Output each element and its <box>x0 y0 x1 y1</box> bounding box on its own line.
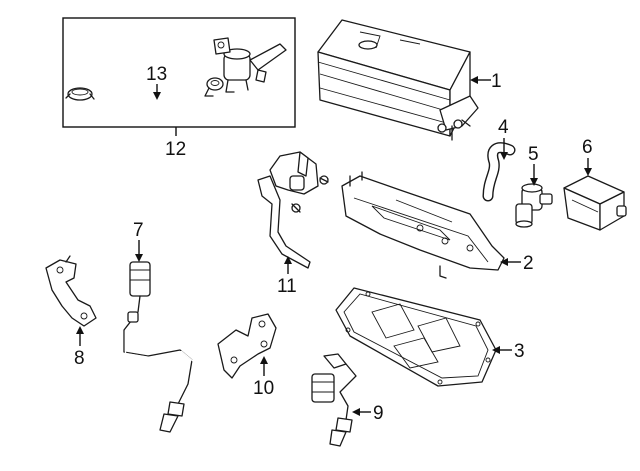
callout-2: 2 <box>523 253 534 274</box>
callout-1: 1 <box>491 71 502 92</box>
bracket-part-2[interactable] <box>341 171 505 279</box>
callout-10: 10 <box>253 378 274 399</box>
sensor-part-7[interactable] <box>123 261 195 433</box>
callout-11: 11 <box>277 276 297 297</box>
inset-box <box>62 17 296 136</box>
callout-12: 12 <box>165 139 186 160</box>
callout-3: 3 <box>514 341 525 362</box>
canister-part-1[interactable] <box>317 19 479 141</box>
bracket-part-8[interactable] <box>45 255 97 327</box>
bracket-part-10[interactable] <box>217 313 277 379</box>
callout-5: 5 <box>528 144 539 165</box>
callout-8: 8 <box>74 348 85 369</box>
leaders <box>76 76 592 416</box>
callout-13: 13 <box>146 64 167 85</box>
shield-part-3[interactable] <box>335 287 497 387</box>
callout-9: 9 <box>373 403 384 424</box>
callout-7: 7 <box>133 220 144 241</box>
solenoid-bracket-part-11[interactable] <box>257 151 329 269</box>
connector-part-5[interactable] <box>515 183 553 228</box>
callout-6: 6 <box>582 137 593 158</box>
sensor-part-9[interactable] <box>311 353 357 447</box>
callout-4: 4 <box>498 117 509 138</box>
filter-part-6[interactable] <box>563 175 627 231</box>
hose-part-4[interactable] <box>482 142 516 202</box>
hose-assembly-part-13[interactable] <box>65 37 287 102</box>
callout-labels: 1 2 3 4 5 6 7 8 9 10 11 12 13 <box>74 64 593 424</box>
